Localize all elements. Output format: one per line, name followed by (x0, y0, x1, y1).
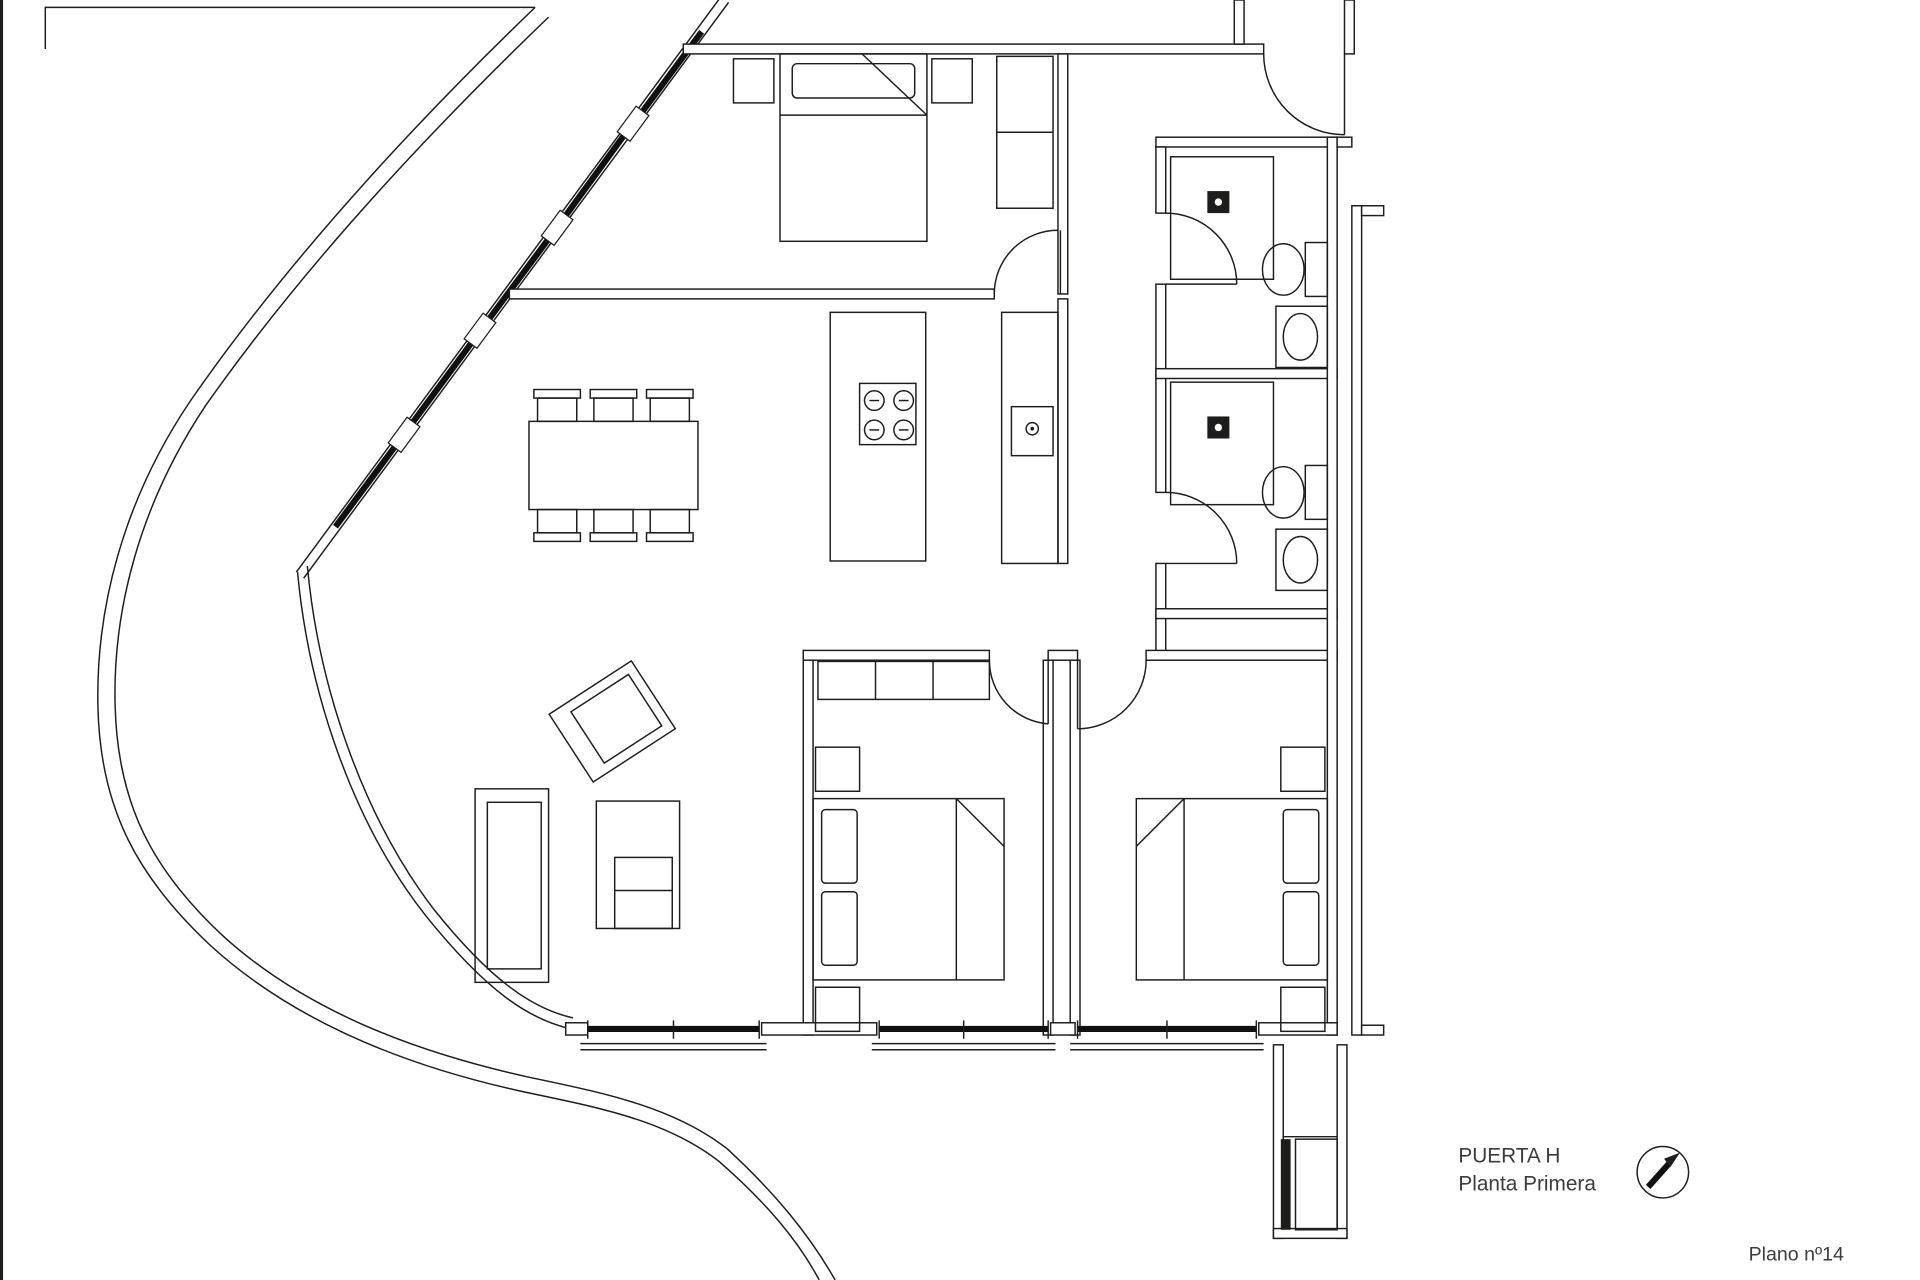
bedroom-b-furniture (1135, 746, 1329, 1033)
door-bathroom-1 (1165, 212, 1238, 285)
window-glazing-bars (333, 30, 705, 529)
wardrobe-master (996, 55, 1054, 209)
door-bedroom-a (988, 660, 1049, 725)
bathroom-1 (1169, 156, 1329, 369)
nightstand (931, 58, 973, 104)
titleblock: PUERTA H Planta Primera Plano nº14 (1458, 1144, 1844, 1265)
curved-facade (296, 565, 574, 1030)
terrace-railing-curve (97, 6, 836, 1280)
nightstand (814, 986, 861, 1033)
corner-reference-lines (44, 6, 536, 49)
shower-2 (1169, 381, 1275, 506)
bed-master (779, 53, 928, 243)
master-bedroom-furniture (732, 53, 1054, 243)
window-sill-lines (580, 1042, 1264, 1051)
bedroom-a-furniture (812, 660, 1005, 1033)
door-label: PUERTA H (1458, 1144, 1560, 1167)
door-top-bedroom (993, 229, 1062, 294)
dining-table (528, 420, 699, 511)
door-bathroom-2 (1165, 491, 1238, 565)
door-bedroom-b (1076, 660, 1147, 730)
bed-a (812, 797, 1005, 981)
kitchen (829, 311, 1059, 565)
washbasin-1 (1275, 305, 1329, 369)
plan-number: Plano nº14 (1749, 1243, 1844, 1265)
window-mullions (387, 105, 650, 454)
bathroom-2 (1169, 381, 1329, 592)
dining-chairs (533, 388, 694, 543)
kitchen-island (829, 311, 927, 562)
kitchen-counter (1000, 311, 1059, 565)
wardrobe-a (817, 660, 991, 701)
nightstand (814, 746, 861, 793)
cooktop (858, 382, 917, 446)
toilet-2 (1261, 464, 1329, 521)
sheet-border-left (0, 0, 4, 1280)
nightstand (1280, 746, 1326, 793)
service-shaft (1272, 1044, 1348, 1240)
tv-unit (595, 800, 681, 930)
living-room-furniture (474, 659, 681, 984)
window-end-ticks (587, 1020, 1258, 1039)
bottom-windows (580, 1020, 1264, 1051)
toilet-1 (1261, 241, 1329, 298)
dining-set (528, 388, 699, 543)
north-arrow-icon (1636, 1145, 1690, 1199)
washbasin-2 (1275, 528, 1329, 592)
kitchen-sink (1010, 405, 1054, 457)
nightstand (732, 58, 775, 104)
door-entrance (1262, 53, 1346, 136)
doors (988, 53, 1346, 730)
floor-label: Planta Primera (1458, 1173, 1596, 1196)
walls (508, 0, 1385, 1036)
bed-b (1135, 797, 1329, 981)
sofa (474, 788, 550, 984)
shower-1 (1169, 156, 1275, 281)
nightstand (1280, 986, 1326, 1033)
armchair (548, 659, 677, 784)
